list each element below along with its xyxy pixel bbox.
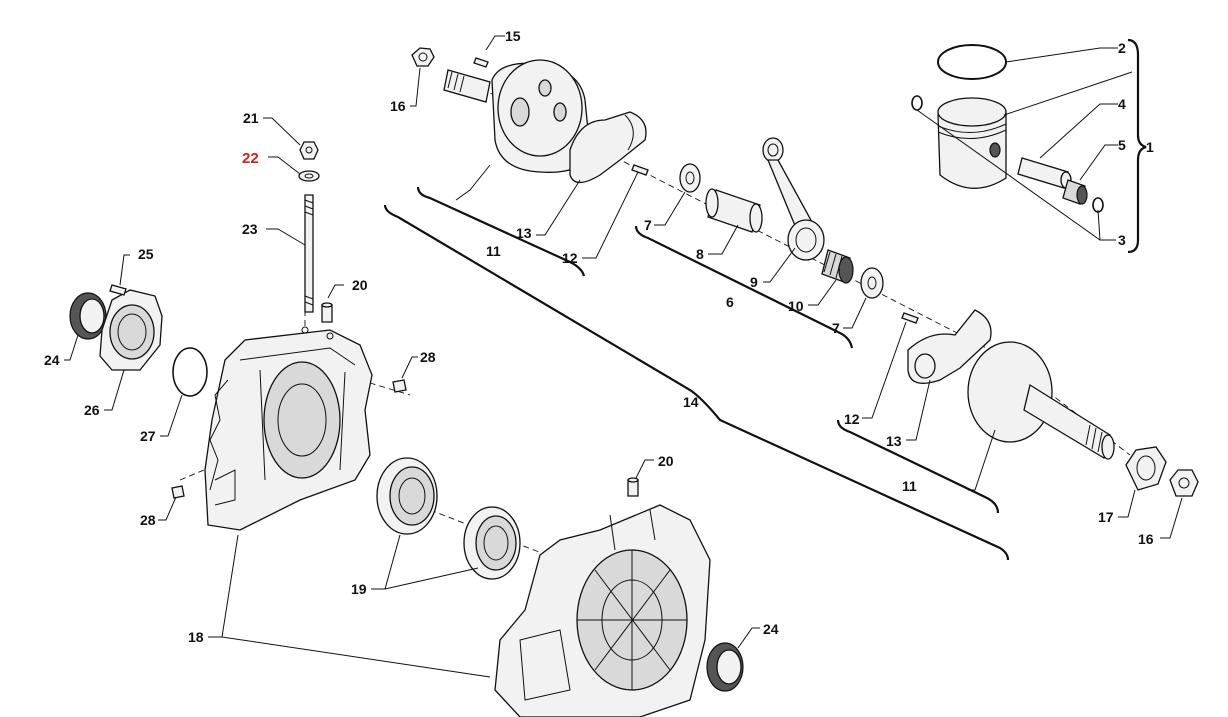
crank-web-insert-right[interactable]	[907, 309, 992, 384]
callout-16-top: 16	[390, 98, 406, 114]
piston-pin-clip-left[interactable]	[911, 95, 923, 111]
oil-seal-right[interactable]	[706, 642, 744, 692]
callout-24-left: 24	[44, 352, 60, 368]
callout-28-right: 28	[420, 349, 436, 365]
dowel-pin-bottom[interactable]	[627, 477, 639, 497]
connecting-rod[interactable]	[762, 137, 825, 261]
callout-11-top: 11	[486, 243, 501, 259]
stud-washer[interactable]	[298, 170, 320, 182]
callout-3: 3	[1118, 232, 1126, 248]
group-11-brace-bottom	[836, 419, 1000, 514]
crankshaft-left[interactable]	[443, 59, 591, 173]
leader-lines	[64, 35, 1183, 678]
bearing-flange[interactable]	[99, 289, 163, 371]
small-end-bearing[interactable]	[1062, 179, 1088, 205]
callout-22-highlighted[interactable]: 22	[242, 150, 259, 167]
callout-7-top: 7	[644, 217, 652, 233]
crank-insert-screw-right[interactable]	[901, 312, 919, 324]
crankshaft-right[interactable]	[967, 341, 1115, 460]
dowel-pin-right[interactable]	[392, 379, 407, 393]
callout-13-top: 13	[516, 225, 532, 241]
callout-24-right: 24	[763, 621, 779, 637]
o-ring[interactable]	[172, 347, 208, 397]
crank-nut-right-large[interactable]	[1125, 446, 1167, 491]
callout-23: 23	[242, 221, 258, 237]
bearing-axis-line	[429, 509, 561, 561]
cylinder-stud[interactable]	[304, 194, 314, 313]
piston-pin[interactable]	[1017, 157, 1072, 189]
woodruff-key[interactable]	[473, 57, 489, 68]
callout-6: 6	[726, 294, 734, 310]
main-bearing-1[interactable]	[376, 457, 438, 535]
group-14-brace	[383, 204, 1010, 561]
callout-21: 21	[243, 110, 259, 126]
crank-nut-left[interactable]	[411, 47, 435, 67]
callout-15: 15	[505, 28, 521, 44]
dowel-pin-top[interactable]	[321, 302, 333, 323]
thrust-washer-1[interactable]	[679, 163, 701, 193]
callout-12-top: 12	[562, 250, 578, 266]
callout-20-top: 20	[352, 277, 368, 293]
callout-10: 10	[788, 298, 804, 314]
thrust-washer-2[interactable]	[860, 267, 884, 299]
big-end-bearing[interactable]	[821, 249, 854, 284]
stud-nut[interactable]	[299, 141, 319, 160]
callout-14: 14	[683, 394, 699, 410]
callout-18: 18	[188, 629, 204, 645]
piston-ring[interactable]	[937, 44, 1007, 80]
crank-insert-screw-left[interactable]	[631, 164, 649, 176]
crankcase-right[interactable]	[494, 504, 711, 717]
callout-7-bottom: 7	[832, 320, 840, 336]
callout-5: 5	[1118, 137, 1126, 153]
callout-11-bottom: 11	[902, 478, 917, 494]
group-1-brace	[1127, 38, 1147, 254]
callout-19: 19	[351, 581, 367, 597]
callout-13-bottom: 13	[886, 433, 902, 449]
callout-8: 8	[696, 246, 704, 262]
callout-16-bottom: 16	[1138, 531, 1154, 547]
piston-pin-clip-right[interactable]	[1092, 197, 1104, 213]
callout-20-bottom: 20	[658, 453, 674, 469]
case-axis-line	[359, 379, 411, 396]
callout-27: 27	[140, 428, 156, 444]
oil-seal-left[interactable]	[69, 292, 107, 340]
main-bearing-2[interactable]	[463, 506, 521, 580]
callout-26: 26	[84, 402, 100, 418]
crank-nut-right[interactable]	[1169, 469, 1199, 497]
piston[interactable]	[937, 97, 1007, 189]
callout-28-left: 28	[140, 512, 156, 528]
callout-1: 1	[1146, 139, 1154, 155]
callout-2: 2	[1118, 40, 1126, 56]
callout-9: 9	[750, 274, 758, 290]
callout-4: 4	[1118, 96, 1126, 112]
callout-12-bottom: 12	[844, 411, 860, 427]
callout-25: 25	[138, 246, 154, 262]
crank-axis-line-right	[999, 354, 1131, 456]
group-11-brace-top	[416, 186, 586, 277]
crank-pin[interactable]	[705, 188, 763, 233]
flange-screw[interactable]	[109, 284, 127, 296]
dowel-pin-left[interactable]	[171, 485, 185, 499]
group-6-brace	[634, 225, 854, 349]
crankcase-left[interactable]	[204, 326, 373, 531]
callout-17: 17	[1098, 509, 1114, 525]
